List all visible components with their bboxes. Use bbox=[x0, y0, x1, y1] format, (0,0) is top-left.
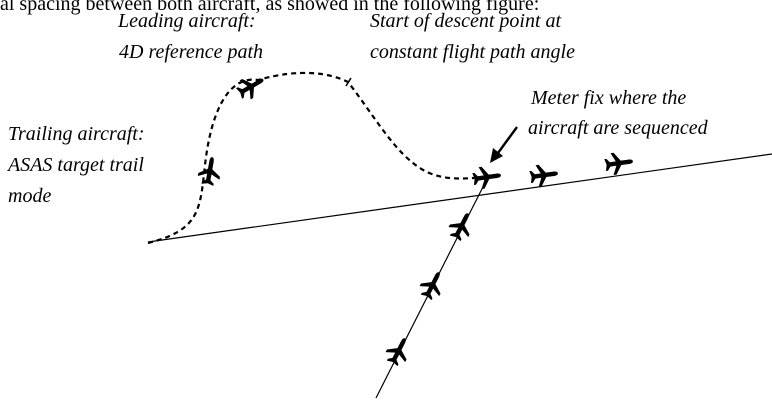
meter-fix-aircraft-icon bbox=[471, 164, 503, 190]
merging-aircraft-icon-3 bbox=[382, 333, 415, 369]
leading-aircraft-icon bbox=[233, 69, 269, 104]
sequenced-aircraft-icon-2 bbox=[603, 150, 635, 176]
descent-point-label-line2: constant flight path angle bbox=[370, 41, 575, 63]
meter-fix-label-line1: Meter fix where the bbox=[530, 87, 686, 109]
trailing-aircraft-label-line1: Trailing aircraft: bbox=[8, 123, 145, 145]
approach-route-line bbox=[147, 153, 772, 243]
meter-fix-arrow-shaft bbox=[497, 126, 518, 154]
leading-aircraft-label-line1: Leading aircraft: bbox=[117, 10, 256, 32]
descent-point-label-line1: Start of descent point at bbox=[370, 10, 562, 32]
trailing-aircraft-label-line3: mode bbox=[8, 185, 51, 207]
meter-fix-arrow-head bbox=[490, 148, 503, 163]
merging-aircraft-icon-2 bbox=[416, 267, 449, 303]
top-cut-text: al spacing between both aircraft, as sho… bbox=[0, 0, 539, 15]
leading-aircraft-label-line2: 4D reference path bbox=[119, 41, 263, 63]
4d-reference-path bbox=[147, 71, 489, 245]
trailing-aircraft-icon bbox=[196, 155, 224, 187]
merging-aircraft-icon-1 bbox=[445, 208, 478, 244]
trailing-aircraft-label-line2: ASAS target trail bbox=[6, 154, 144, 176]
descent-point-marker bbox=[345, 77, 352, 87]
meter-fix-label-line2: aircraft are sequenced bbox=[528, 117, 709, 139]
